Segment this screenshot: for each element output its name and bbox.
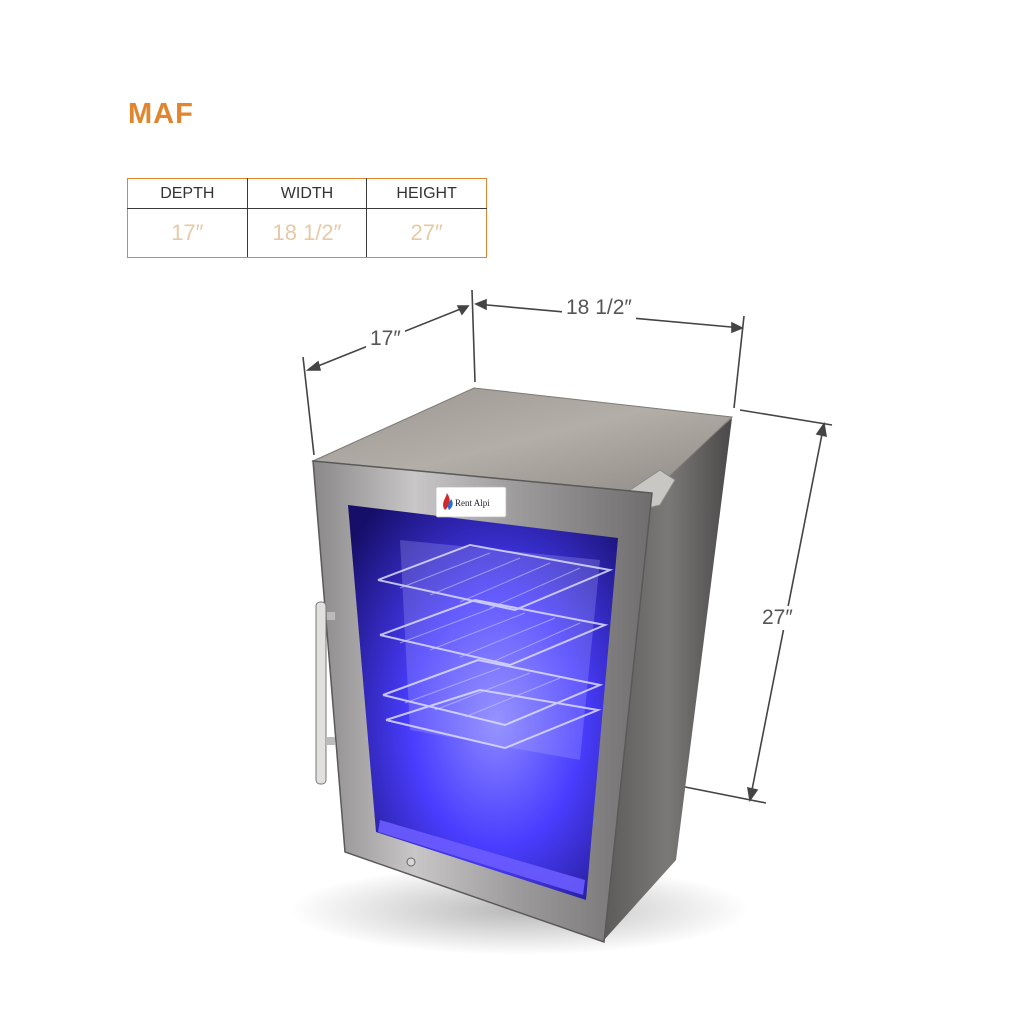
spec-value-row: 17″ 18 1/2″ 27″ <box>127 208 487 258</box>
brand-label: Rent Alpi <box>455 498 490 508</box>
dimension-spec-table: DEPTH WIDTH HEIGHT 17″ 18 1/2″ 27″ <box>127 178 487 258</box>
depth-header: DEPTH <box>127 178 248 209</box>
depth-dimension-label: 17″ <box>366 327 405 351</box>
glass-window <box>348 505 618 900</box>
height-value: 27″ <box>366 208 487 258</box>
bottom-light-strip <box>378 820 585 895</box>
height-dimension-label: 27″ <box>758 606 797 630</box>
brand-badge <box>435 486 507 518</box>
depth-value: 17″ <box>127 208 248 258</box>
height-header: HEIGHT <box>366 178 487 209</box>
spec-header-row: DEPTH WIDTH HEIGHT <box>127 178 487 209</box>
product-title: MAF <box>128 98 194 130</box>
door-lock <box>406 857 416 867</box>
width-header: WIDTH <box>246 178 368 209</box>
brand-logo-drop-icon <box>447 499 453 510</box>
wire-shelves <box>377 543 614 750</box>
door-handle <box>315 601 335 785</box>
shelf-wires <box>399 552 581 718</box>
cabinet-side-panel <box>604 418 732 940</box>
width-dimension-label: 18 1/2″ <box>562 296 636 320</box>
